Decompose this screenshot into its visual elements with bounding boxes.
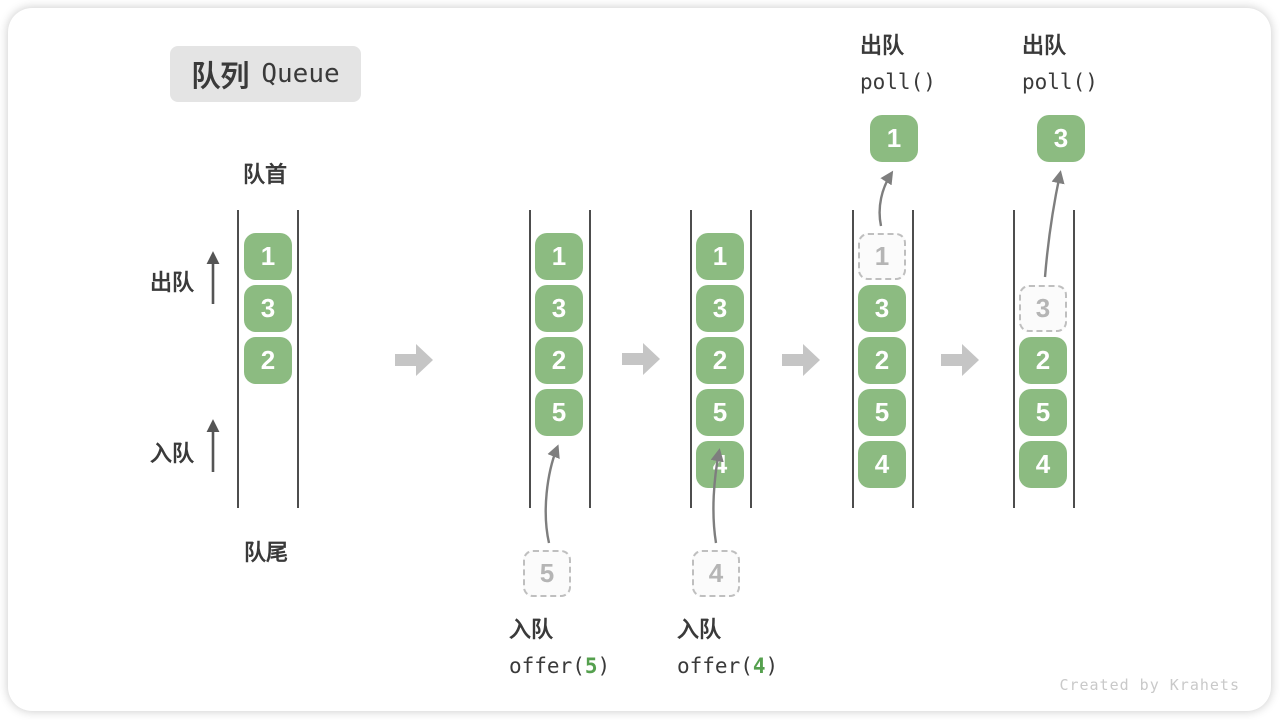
queue-item: 2	[696, 337, 744, 384]
queue-item: 5	[1019, 389, 1067, 436]
incoming-item-dashed: 5	[523, 550, 571, 597]
incoming-item-dashed: 4	[692, 550, 740, 597]
title-badge: 队列 Queue	[170, 46, 361, 102]
offer-arg: 5	[584, 654, 598, 678]
queue-item: 2	[1019, 337, 1067, 384]
poll-op-zh: 出队	[860, 33, 905, 58]
removed-item-dashed: 3	[1019, 285, 1067, 332]
queue-item: 4	[696, 441, 744, 488]
queue3-wall-left	[690, 210, 692, 508]
queue-item: 1	[696, 233, 744, 280]
offer-op-label: 入队 offer(5)	[509, 612, 610, 684]
poll-op-code: poll()	[860, 70, 936, 94]
polled-item: 1	[870, 115, 918, 162]
offer-op-zh: 入队	[509, 617, 554, 642]
label-dequeue-side: 出队	[150, 270, 195, 295]
poll-op-zh: 出队	[1022, 33, 1067, 58]
queue-item: 5	[858, 389, 906, 436]
offer-op-zh: 入队	[677, 617, 722, 642]
title-en: Queue	[261, 59, 340, 89]
offer-op-code: offer(5)	[509, 654, 611, 678]
queue-item: 3	[535, 285, 583, 332]
queue-item: 1	[535, 233, 583, 280]
footer-credit: Created by Krahets	[1059, 676, 1240, 694]
polled-item: 3	[1037, 115, 1085, 162]
queue-item: 3	[696, 285, 744, 332]
queue1-wall-right	[297, 210, 299, 508]
queue-item: 3	[244, 285, 292, 332]
queue4-wall-right	[912, 210, 914, 508]
label-queue-front: 队首	[243, 162, 288, 187]
queue-item: 1	[244, 233, 292, 280]
queue-item: 5	[535, 389, 583, 436]
queue-item: 2	[858, 337, 906, 384]
offer-op-label: 入队 offer(4)	[677, 612, 778, 684]
diagram-card	[8, 8, 1271, 711]
queue-item: 5	[696, 389, 744, 436]
label-queue-rear: 队尾	[244, 540, 289, 565]
poll-op-label: 出队 poll()	[1022, 28, 1098, 100]
queue4-wall-left	[852, 210, 854, 508]
offer-arg: 4	[752, 654, 766, 678]
queue5-wall-right	[1073, 210, 1075, 508]
queue1-wall-left	[237, 210, 239, 508]
poll-op-label: 出队 poll()	[860, 28, 936, 100]
title-zh: 队列	[191, 61, 250, 93]
queue2-wall-left	[529, 210, 531, 508]
queue-item: 2	[535, 337, 583, 384]
label-enqueue-side: 入队	[150, 441, 195, 466]
queue-item: 4	[858, 441, 906, 488]
removed-item-dashed: 1	[858, 233, 906, 280]
offer-op-code: offer(4)	[677, 654, 779, 678]
queue-item: 2	[244, 337, 292, 384]
queue-item: 4	[1019, 441, 1067, 488]
queue2-wall-right	[589, 210, 591, 508]
queue3-wall-right	[750, 210, 752, 508]
queue-item: 3	[858, 285, 906, 332]
queue5-wall-left	[1013, 210, 1015, 508]
poll-op-code: poll()	[1022, 70, 1098, 94]
